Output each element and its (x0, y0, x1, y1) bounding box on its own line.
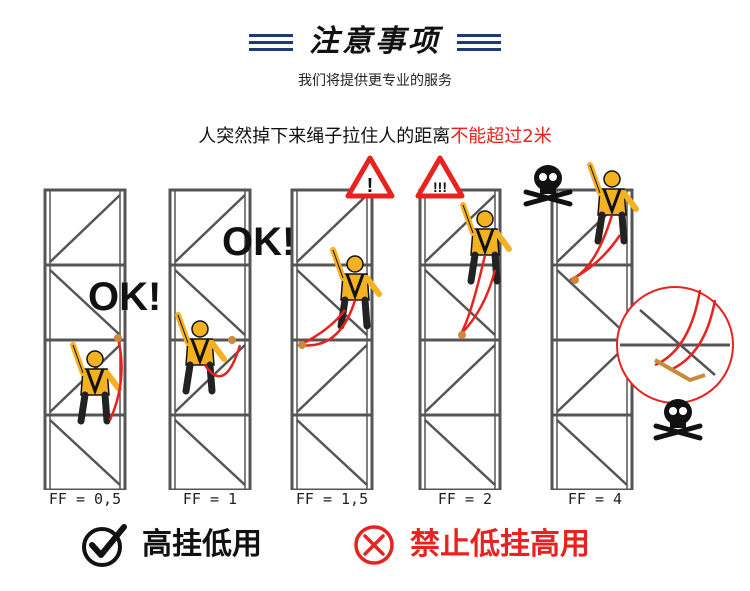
bad-practice: 禁止低挂高用 (352, 520, 672, 570)
scaffold-tower (290, 188, 374, 490)
headline: 人突然掉下来绳子拉住人的距离不能超过2米 (0, 122, 750, 148)
page-subtitle: 我们将提供更专业的服务 (298, 73, 452, 89)
good-practice: 高挂低用 (80, 520, 320, 570)
warning-triangle-icon: !!! (415, 155, 465, 199)
bad-practice-label: 禁止低挂高用 (410, 527, 590, 562)
ok-badge-1: OK! (88, 275, 161, 319)
anchor-hook (298, 341, 306, 349)
lanyard-rope (203, 344, 242, 378)
ff-label-3: FF = 1,5 (295, 490, 369, 508)
ff-label-5: FF = 4 (567, 490, 623, 508)
anchor-hook (571, 276, 579, 284)
svg-text:!!!: !!! (433, 179, 447, 195)
scene-ff-1: OK! (168, 188, 295, 490)
warning-triangle-icon: ! (345, 155, 395, 199)
svg-text:!: ! (367, 175, 374, 197)
anchor-hook (114, 334, 122, 342)
ff-label-2: FF = 1 (182, 490, 238, 508)
good-practice-label: 高挂低用 (142, 527, 262, 562)
scene-ff-4 (526, 165, 734, 490)
anchor-hook (458, 331, 466, 339)
cross-circle-icon (354, 525, 394, 565)
ok-badge-2: OK! (222, 220, 295, 264)
zoom-detail (616, 286, 734, 404)
lanyard-rope (458, 254, 497, 336)
worker-figure (590, 165, 636, 241)
scene-ff-05: OK! (43, 188, 161, 490)
skull-crossbones-icon (526, 165, 570, 204)
ff-label-1: FF = 0,5 (48, 490, 122, 508)
lanyard-rope (569, 214, 622, 282)
page-title: 注意事项 (309, 24, 441, 59)
worker-figure (178, 315, 224, 391)
headline-warning: 不能超过2米 (450, 126, 552, 147)
anchor-hook (228, 336, 236, 344)
ff-label-4: FF = 2 (437, 490, 493, 508)
scaffold-tower (43, 188, 127, 490)
check-circle-icon (82, 524, 127, 567)
title-row: 注意事项 (0, 22, 750, 62)
scene-ff-2: !!! (415, 155, 509, 490)
title-decoration-left (249, 33, 293, 51)
skull-crossbones-icon (656, 399, 700, 438)
lanyard-rope (108, 337, 123, 421)
worker-figure (463, 205, 509, 281)
scene-ff-15: ! (290, 155, 395, 490)
fall-factor-diagram: OK! OK! ! !!! (43, 155, 734, 490)
title-decoration-right (457, 33, 501, 51)
headline-main: 人突然掉下来绳子拉住人的距离 (198, 126, 451, 147)
